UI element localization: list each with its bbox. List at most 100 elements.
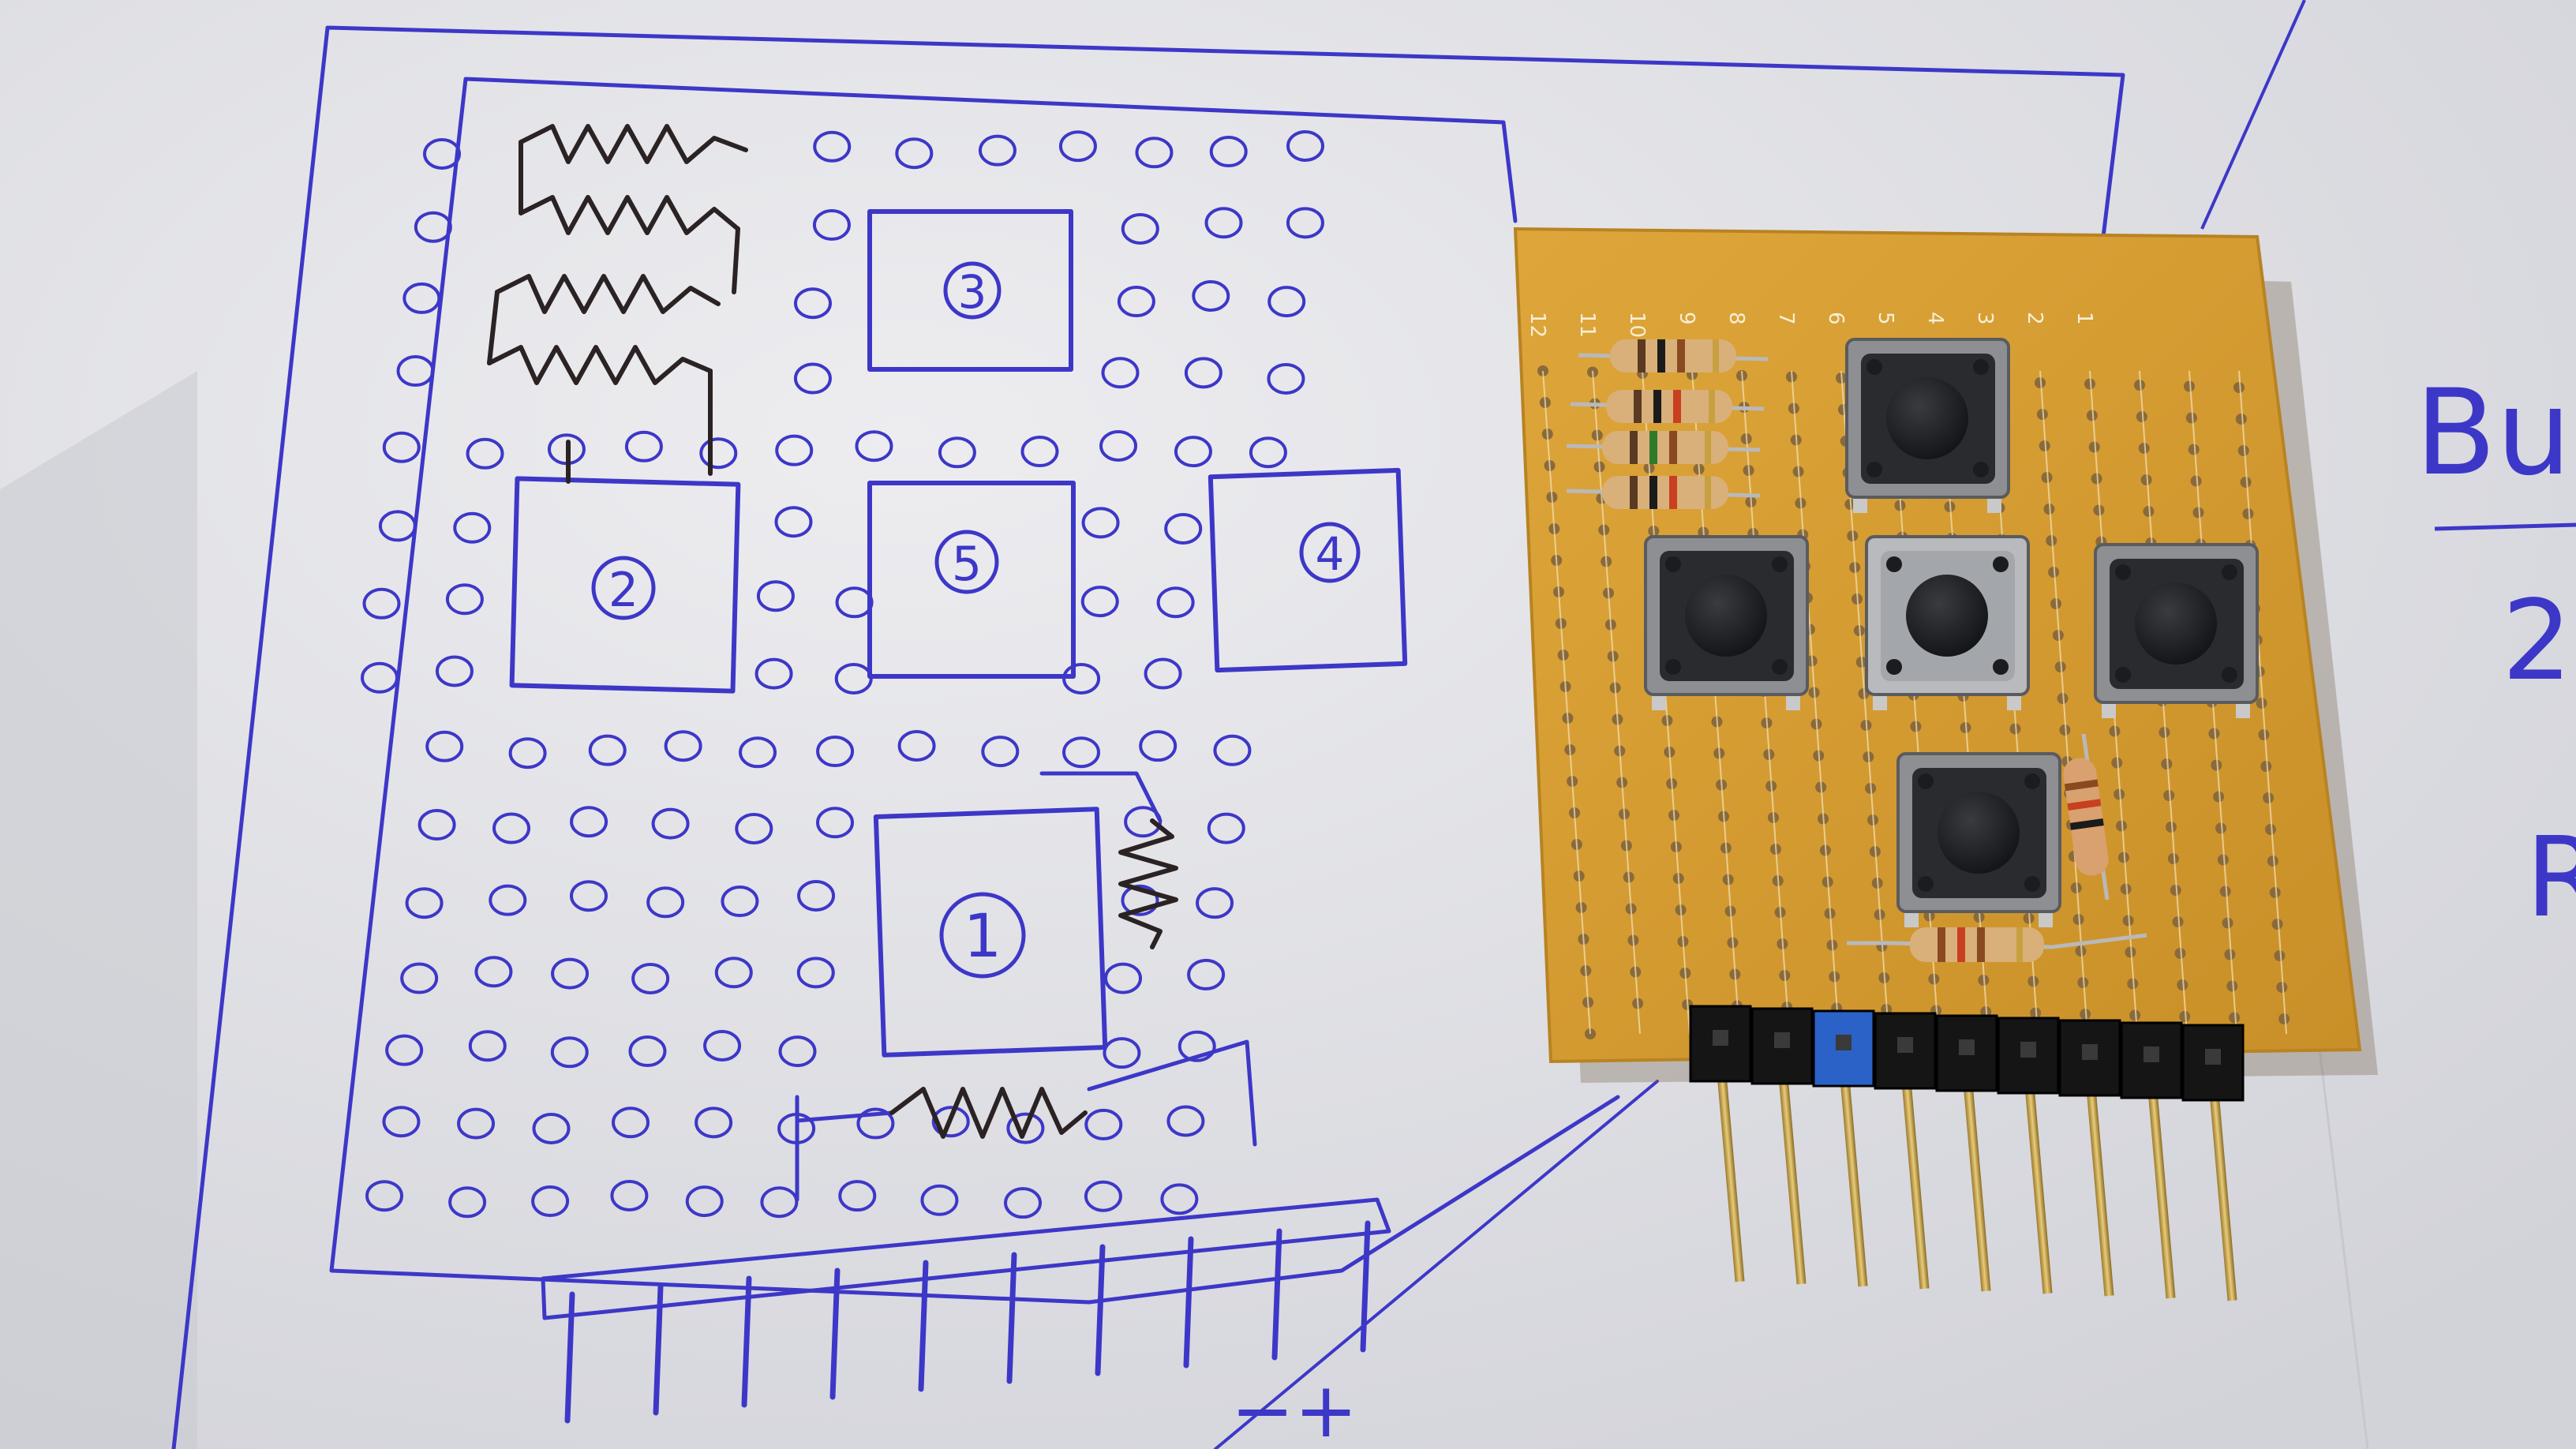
board-hole-56 [2091, 473, 2102, 485]
sketch-hole-64 [492, 812, 531, 844]
sketch-hole-57 [816, 736, 855, 768]
sketch-header-strip [541, 1197, 1391, 1320]
sketch-hole-14 [794, 287, 832, 320]
sketch-hole-30 [938, 436, 976, 469]
sketch-hole-72 [489, 884, 527, 916]
board-hole-176 [2109, 725, 2121, 737]
sketch-hole-38 [1081, 507, 1120, 539]
sketch-hole-106 [365, 1180, 404, 1212]
board-row-number-10: 10 [1625, 312, 1649, 338]
sketch-hole-83 [714, 957, 753, 989]
sketch-hole-79 [400, 962, 439, 994]
side-note-line3: R [2525, 814, 2576, 942]
sketch-hole-116 [1160, 1183, 1199, 1215]
sketch-hole-76 [797, 880, 836, 912]
sketch-hole-40 [362, 587, 401, 620]
sketch-resistors [487, 124, 1178, 1139]
sketch-hole-107 [448, 1186, 487, 1219]
sketch-hole-45 [1156, 586, 1195, 619]
board-trace-10 [2039, 370, 2088, 1035]
board-hole-43 [2188, 444, 2200, 455]
board-hole-13 [2184, 380, 2195, 392]
board-row-number-6: 6 [1824, 312, 1848, 325]
sketch-pin-3 [829, 1267, 841, 1400]
sketch-hole-56 [739, 736, 777, 769]
sketch-hole-22 [1267, 362, 1305, 395]
board-hole-160 [2057, 693, 2069, 704]
board-trace-4 [1741, 370, 1790, 1035]
board-hole-296 [2127, 978, 2139, 990]
board-hole-268 [2222, 917, 2233, 929]
switch-cap-2 [1685, 575, 1767, 657]
board-row-number-9: 9 [1675, 312, 1698, 325]
sketch-hole-113 [920, 1184, 959, 1216]
sketch-pin-7 [1183, 1236, 1194, 1368]
header-pin-7 [2058, 1019, 2121, 1297]
sketch-hole-8 [414, 211, 452, 243]
board-hole-145 [2054, 661, 2066, 672]
component-circle-4 [1299, 522, 1361, 583]
sketch-hole-10 [1121, 212, 1159, 245]
board-hole-177 [2159, 727, 2170, 738]
sketch-board-outline [171, 25, 2125, 1449]
sketch-hole-52 [425, 730, 464, 762]
sketch-hole-5 [1135, 137, 1174, 169]
sketch-hole-53 [508, 737, 547, 769]
sketch-header-pins [564, 1220, 1371, 1424]
sketch-hole-16 [1192, 280, 1230, 313]
sketch-hole-24 [466, 437, 504, 470]
sketch-hole-11 [1204, 207, 1243, 239]
tactile-switch-2 [1644, 535, 1809, 710]
board-hole-207 [2163, 790, 2175, 801]
sketch-hole-114 [1004, 1187, 1043, 1219]
board-hole-251 [2120, 883, 2132, 895]
board-hole-73 [2192, 507, 2204, 519]
sketch-hole-33 [1174, 436, 1212, 468]
board-trace-0 [1542, 370, 1591, 1035]
sketch-hole-29 [855, 430, 893, 462]
sketch-hole-94 [1178, 1030, 1216, 1062]
component-circle-5 [934, 530, 999, 594]
side-note-rule [2434, 522, 2576, 531]
polarity-label: −+ [1231, 1366, 1358, 1449]
sketch-hole-111 [760, 1186, 799, 1219]
sketch-hole-88 [468, 1030, 507, 1062]
board-hole-12 [2134, 380, 2145, 391]
board-hole-57 [2140, 474, 2152, 485]
board-hole-283 [2224, 949, 2236, 960]
resistor-4 [1566, 476, 1761, 509]
tactile-switch-1 [1845, 338, 2010, 513]
header-pin-9 [2181, 1024, 2245, 1301]
sketch-resistor-a [519, 124, 748, 164]
component-circle-2 [591, 556, 656, 620]
sketch-hole-0 [423, 138, 461, 170]
board-trace-1 [1592, 370, 1641, 1035]
tactile-switches [1644, 338, 2259, 927]
board-hole-282 [2174, 948, 2186, 959]
sketch-resistor-links [487, 140, 740, 484]
header-pin-6 [1997, 1017, 2060, 1294]
header-pin-3 [1812, 1009, 1875, 1287]
board-hole-194 [2260, 761, 2272, 772]
board-hole-310 [2080, 1009, 2091, 1020]
board-hole-299 [2276, 982, 2288, 993]
sketch-hole-41 [445, 583, 484, 616]
resistor-2 [1570, 390, 1765, 423]
board-hole-238 [2217, 854, 2229, 866]
board-row-number-8: 8 [1724, 312, 1748, 325]
board-hole-298 [2226, 980, 2238, 992]
pin-header [1689, 1005, 2245, 1301]
sketch-hole-103 [1006, 1112, 1045, 1144]
board-row-number-4: 4 [1923, 312, 1947, 325]
sketch-hole-61 [1139, 730, 1178, 762]
board-hole-206 [2114, 788, 2125, 800]
sketch-hole-75 [721, 886, 759, 918]
sketch-hole-39 [1164, 512, 1203, 545]
board-hole-223 [2215, 822, 2226, 834]
board-hole-191 [2111, 757, 2123, 769]
sketch-hole-55 [664, 730, 702, 762]
board-hole-10 [2035, 377, 2046, 388]
board-resistors [1566, 339, 2147, 962]
